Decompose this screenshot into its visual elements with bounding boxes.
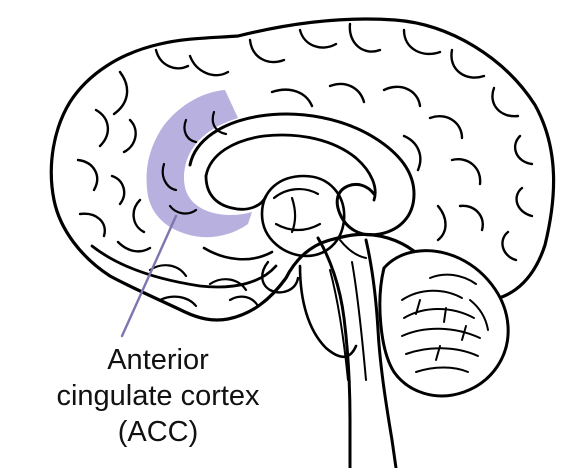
acc-label: Anterior cingulate cortex (ACC) [48,342,268,450]
acc-label-line-1: Anterior [48,342,268,378]
acc-label-line-2: cingulate cortex [48,378,268,414]
acc-label-line-3: (ACC) [48,414,268,450]
